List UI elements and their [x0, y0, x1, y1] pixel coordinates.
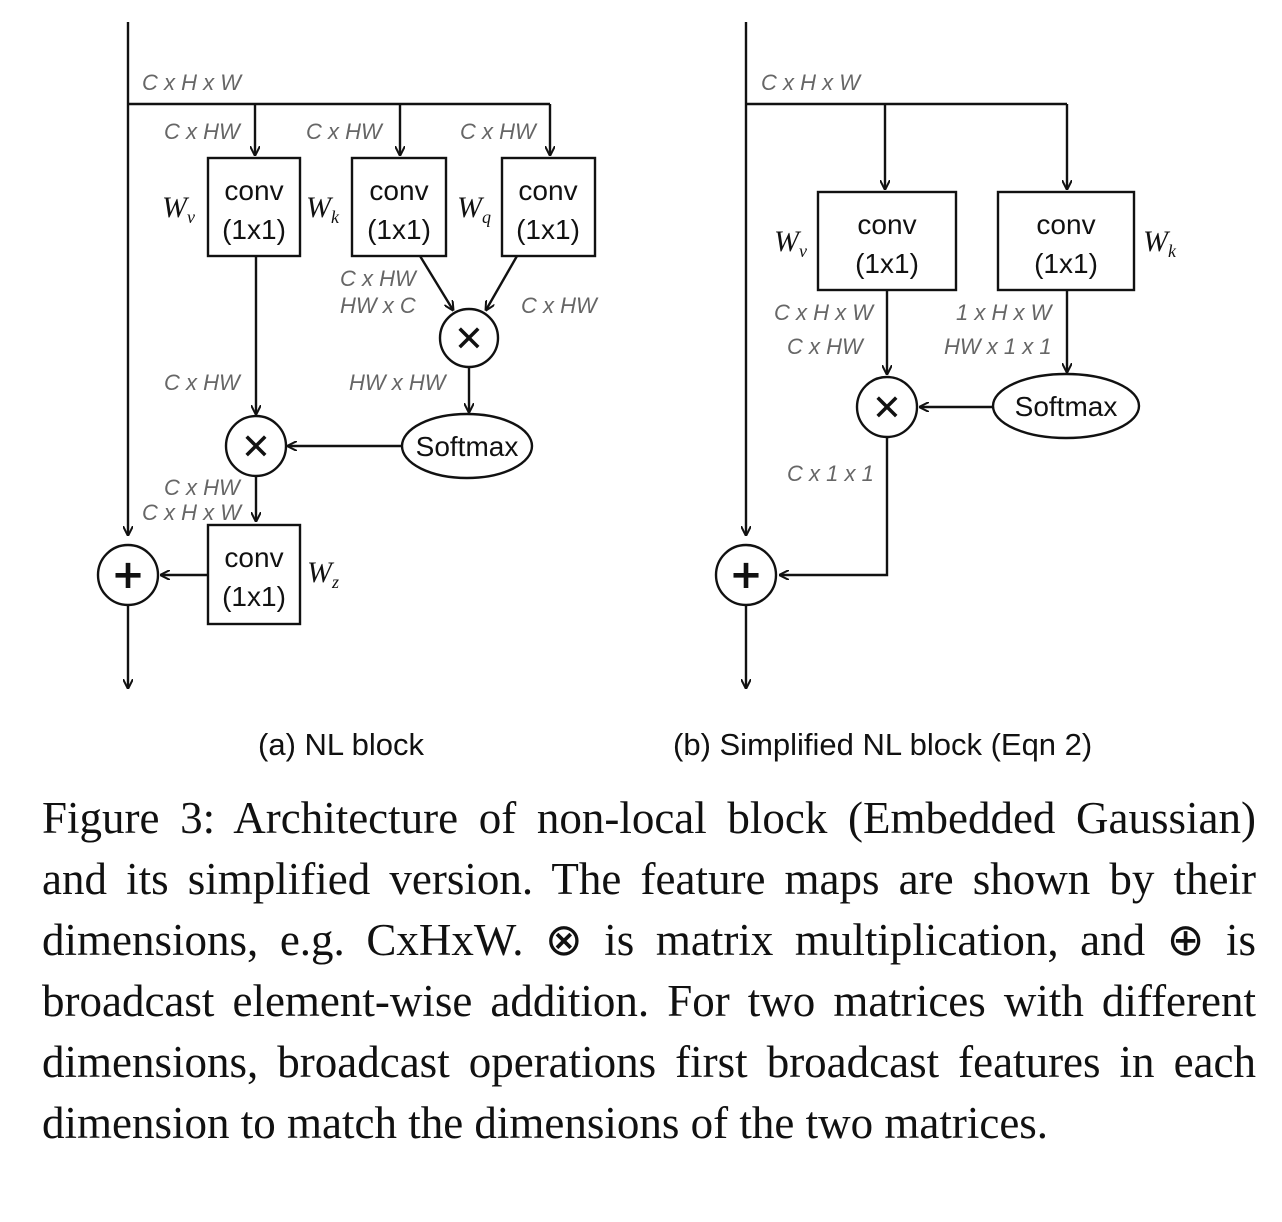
conv-wk-label: conv	[1036, 209, 1095, 240]
conv-wz-size: (1x1)	[222, 581, 286, 612]
multiply-icon: ✕	[872, 388, 902, 429]
conv-wq-size: (1x1)	[516, 214, 580, 245]
multiply-icon: ✕	[454, 319, 484, 360]
query-in-dim-label: C x HW	[460, 119, 538, 144]
subcaption-a: (a) NL block	[258, 727, 424, 762]
weight-wq-label: Wq	[457, 191, 491, 227]
architecture-diagram: C x H x W C x HW C x HW C x HW conv (1x1…	[96, 22, 1177, 720]
subcaption-b: (b) Simplified NL block (Eqn 2)	[673, 727, 1093, 762]
weight-wk-label: Wk	[1143, 225, 1177, 261]
conv-wv-size: (1x1)	[222, 214, 286, 245]
weight-wk-label: Wk	[306, 191, 340, 227]
figure-caption: Figure 3: Architecture of non-local bloc…	[42, 793, 1256, 1148]
key-out-dim-label: 1 x H x W	[956, 300, 1054, 325]
key-reshaped-dim-label: HW x 1 x 1	[944, 334, 1052, 359]
context-dim-label: C x 1 x 1	[787, 461, 874, 486]
conv-wq-box	[500, 156, 597, 258]
conv-wk-box	[350, 156, 448, 258]
attention-dim-label: HW x HW	[349, 370, 448, 395]
conv-wv-box	[816, 190, 958, 292]
value-reshaped-dim-label: C x HW	[787, 334, 865, 359]
key-out-dim-label: C x HW	[340, 266, 418, 291]
conv-wk-size: (1x1)	[1034, 248, 1098, 279]
conv-wv-box	[206, 156, 302, 258]
conv-wz-box	[206, 523, 302, 626]
context-to-add-arrow	[780, 437, 889, 575]
residual-add-node	[714, 543, 778, 607]
conv-wk-box	[996, 190, 1136, 292]
conv-wz-label: conv	[224, 542, 283, 573]
multiply-icon: ✕	[241, 427, 271, 468]
conv-wv-label: conv	[857, 209, 916, 240]
conv-wv-label: conv	[224, 175, 283, 206]
conv-wk-label: conv	[369, 175, 428, 206]
softmax-label: Softmax	[416, 431, 519, 462]
conv-wq-label: conv	[518, 175, 577, 206]
key-in-dim-label: C x HW	[306, 119, 384, 144]
input-dim-label: C x H x W	[142, 70, 243, 95]
nl-block-diagram: C x H x W C x HW C x HW C x HW conv (1x1…	[96, 22, 599, 688]
weight-wz-label: Wz	[307, 556, 339, 592]
residual-add-node	[96, 543, 160, 607]
conv-wk-size: (1x1)	[367, 214, 431, 245]
query-out-dim-label: C x HW	[521, 293, 599, 318]
query-to-mult-arrow	[486, 255, 519, 310]
plus-icon: +	[729, 552, 763, 598]
value-out-dim-label: C x H x W	[774, 300, 875, 325]
weight-wv-label: Wv	[774, 225, 807, 261]
input-dim-label: C x H x W	[761, 70, 862, 95]
reshaped-dim-label: C x H x W	[142, 500, 243, 525]
product-dim-label: C x HW	[164, 475, 242, 500]
key-to-mult-arrow	[418, 255, 453, 310]
simplified-nl-block-diagram: C x H x W conv (1x1) Wv conv (1x1) Wk C …	[714, 22, 1177, 688]
conv-wv-size: (1x1)	[855, 248, 919, 279]
softmax-label: Softmax	[1015, 391, 1118, 422]
plus-icon: +	[111, 552, 145, 598]
key-transposed-dim-label: HW x C	[340, 293, 416, 318]
value-out-dim-label: C x HW	[164, 370, 242, 395]
weight-wv-label: Wv	[162, 191, 195, 227]
value-in-dim-label: C x HW	[164, 119, 242, 144]
